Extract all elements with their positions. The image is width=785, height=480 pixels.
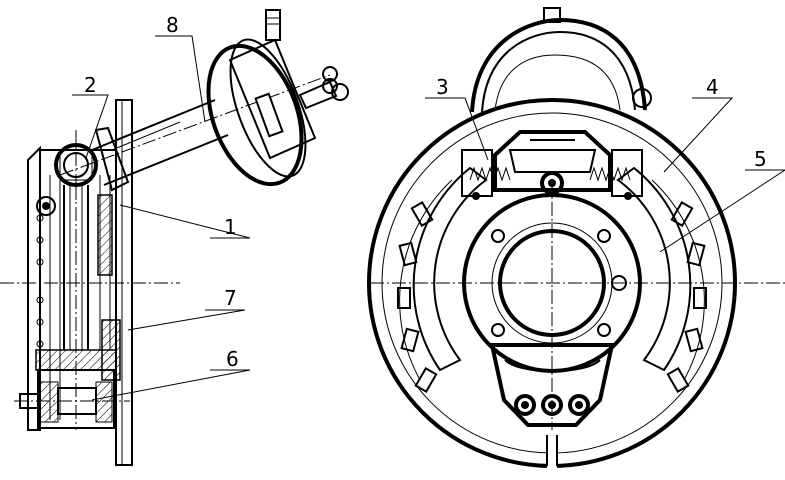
callout-3: 3	[436, 75, 449, 99]
brake-shoes	[399, 166, 705, 381]
anchor-pin-block	[14, 349, 130, 429]
callout-2: 2	[84, 73, 97, 97]
anchor-bracket	[489, 343, 615, 427]
side-section-view	[0, 9, 349, 466]
s-cam-housing	[461, 130, 643, 200]
lining-rivets	[397, 200, 707, 394]
callout-labels: 8 2 1 7 6 3 4 5	[84, 13, 767, 371]
bolt-hole-column	[36, 214, 44, 348]
callout-8: 8	[166, 13, 179, 37]
callout-5: 5	[754, 147, 767, 171]
front-view	[367, 7, 785, 475]
callout-7: 7	[224, 286, 237, 310]
leader-lines	[72, 35, 785, 401]
callout-1: 1	[224, 215, 237, 239]
callout-6: 6	[226, 347, 239, 371]
brake-chamber	[206, 9, 349, 187]
callout-4: 4	[706, 75, 719, 99]
